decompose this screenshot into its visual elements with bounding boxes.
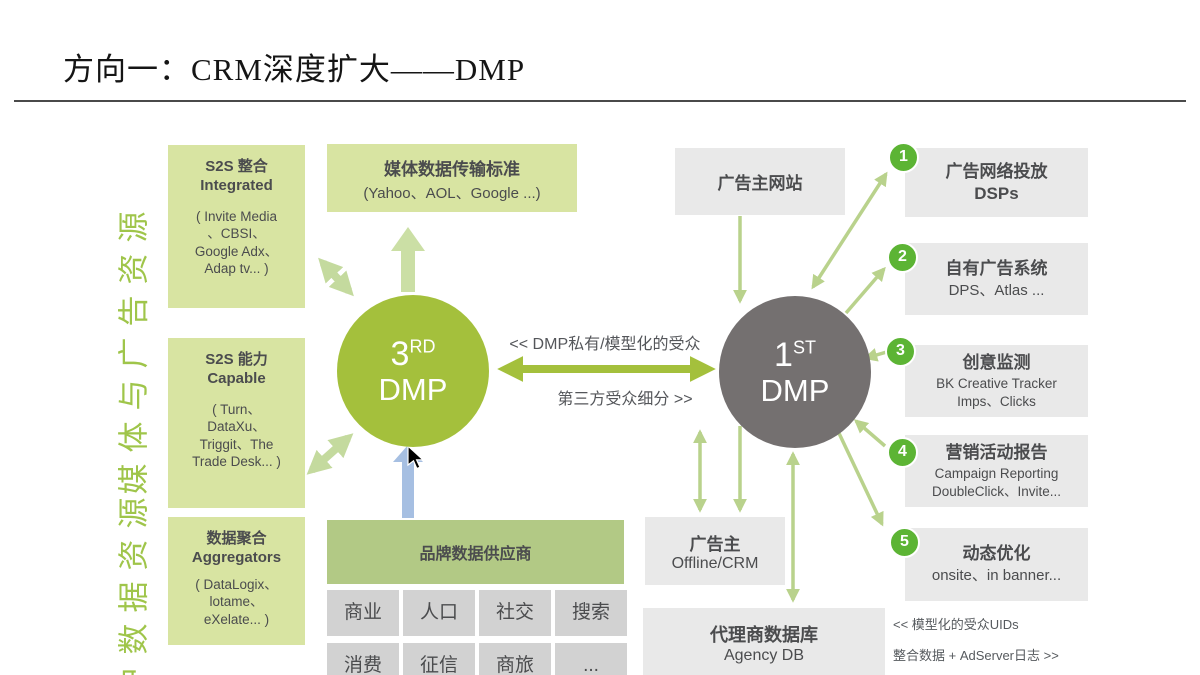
circle-3rd-dmp-ordinal: 3RD xyxy=(390,334,436,373)
box-agency-db-heading: 代理商数据库 xyxy=(710,625,818,645)
box-advertiser-offline: 广告主 Offline/CRM xyxy=(645,517,785,585)
slide-title: 方向一：CRM深度扩大——DMP xyxy=(63,52,526,87)
cell-population: 人口 xyxy=(403,590,475,636)
badge-1: 1 xyxy=(888,142,919,173)
box-s2s-capable-detail: ( Turn、 DataXu、 Triggit、The Trade Desk..… xyxy=(192,401,281,470)
circle-1st-dmp: 1ST DMP xyxy=(719,296,871,448)
box-dynamic-optimization-heading: 动态优化 xyxy=(962,544,1031,564)
section-label-user: 用户数据资源 xyxy=(116,486,152,675)
badge-4: 4 xyxy=(887,437,918,468)
box-creative-tracking-heading: 创意监测 xyxy=(962,352,1031,372)
box-campaign-reporting-heading: 营销活动报告 xyxy=(945,442,1048,462)
box-dynamic-optimization: 动态优化 onsite、in banner... xyxy=(905,528,1088,601)
arrow-up-to-media-standard-icon xyxy=(391,227,425,292)
note-modeled-uids: << 模型化的受众UIDs xyxy=(893,617,1019,632)
box-dsps: 广告网络投放 DSPs xyxy=(905,148,1088,217)
box-creative-tracking: 创意监测 BK Creative Tracker Imps、Clicks xyxy=(905,345,1088,417)
box-media-standard-heading: 媒体数据传输标准 xyxy=(384,160,520,179)
badge-3: 3 xyxy=(885,336,916,367)
arrow-item5-icon xyxy=(835,428,884,527)
badge-2: 2 xyxy=(887,242,918,273)
box-creative-tracking-sub: BK Creative Tracker Imps、Clicks xyxy=(936,376,1057,409)
note-dmp-private-audience: << DMP私有/模型化的受众 xyxy=(509,336,701,353)
cell-social: 社交 xyxy=(479,590,551,636)
box-aggregators-detail: ( DataLogix、 lotame、 eXelate... ) xyxy=(195,576,278,627)
arrow-s2s-integrated-icon xyxy=(318,257,354,297)
box-aggregators: 数据聚合 Aggregators ( DataLogix、 lotame、 eX… xyxy=(168,517,305,645)
arrow-item4-icon xyxy=(853,419,887,448)
box-advertiser-offline-sub: Offline/CRM xyxy=(671,554,759,572)
box-s2s-integrated-detail: ( Invite Media 、CBSI、 Google Adx、 Adap t… xyxy=(194,208,279,277)
arrow-s2s-capable-icon xyxy=(306,433,354,475)
box-brand-data-supplier: 品牌数据供应商 xyxy=(327,520,624,584)
box-media-standard: 媒体数据传输标准 (Yahoo、AOL、Google ...) xyxy=(327,144,577,212)
circle-1st-dmp-label: DMP xyxy=(760,372,830,408)
cell-more: ... xyxy=(555,643,627,675)
box-agency-db: 代理商数据库 Agency DB xyxy=(643,608,885,675)
box-s2s-capable: S2S 能力 Capable ( Turn、 DataXu、 Triggit、T… xyxy=(168,338,305,508)
cell-business-travel: 商旅 xyxy=(479,643,551,675)
box-campaign-reporting: 营销活动报告 Campaign Reporting DoubleClick、In… xyxy=(905,435,1088,507)
mouse-cursor xyxy=(407,444,425,470)
box-own-ad-system-sub: DPS、Atlas ... xyxy=(948,281,1045,299)
box-s2s-capable-heading: S2S 能力 Capable xyxy=(205,351,268,387)
arrow-blue-brand-to-dmp-icon xyxy=(393,445,423,518)
circle-1st-dmp-ordinal: 1ST xyxy=(774,335,816,374)
box-campaign-reporting-sub: Campaign Reporting DoubleClick、Invite... xyxy=(931,466,1062,499)
cell-credit: 征信 xyxy=(403,643,475,675)
cell-consumption: 消费 xyxy=(327,643,399,675)
box-advertiser-offline-heading: 广告主 xyxy=(689,534,741,554)
cell-commerce: 商业 xyxy=(327,590,399,636)
circle-3rd-dmp-label: DMP xyxy=(378,371,448,407)
arrow-item2-icon xyxy=(844,266,886,315)
box-s2s-integrated: S2S 整合 Integrated ( Invite Media 、CBSI、 … xyxy=(168,145,305,308)
note-thirdparty-segments: 第三方受众细分 >> xyxy=(557,391,693,408)
note-adserver-logs: 整合数据 + AdServer日志 >> xyxy=(893,648,1059,663)
box-aggregators-heading: 数据聚合 Aggregators xyxy=(191,530,282,566)
box-advertiser-site-label: 广告主网站 xyxy=(717,174,803,193)
cell-search: 搜索 xyxy=(555,590,627,636)
box-dsps-heading: 广告网络投放 DSPs xyxy=(945,162,1048,203)
box-own-ad-system-heading: 自有广告系统 xyxy=(945,258,1048,278)
circle-3rd-dmp: 3RD DMP xyxy=(337,295,489,447)
badge-5: 5 xyxy=(889,527,920,558)
box-media-standard-sub: (Yahoo、AOL、Google ...) xyxy=(363,185,541,202)
box-advertiser-site: 广告主网站 xyxy=(675,148,845,215)
title-divider xyxy=(14,100,1186,102)
box-own-ad-system: 自有广告系统 DPS、Atlas ... xyxy=(905,243,1088,315)
box-dynamic-optimization-sub: onsite、in banner... xyxy=(931,567,1062,585)
box-agency-db-sub: Agency DB xyxy=(723,647,805,664)
box-s2s-integrated-heading: S2S 整合 Integrated xyxy=(200,158,273,194)
